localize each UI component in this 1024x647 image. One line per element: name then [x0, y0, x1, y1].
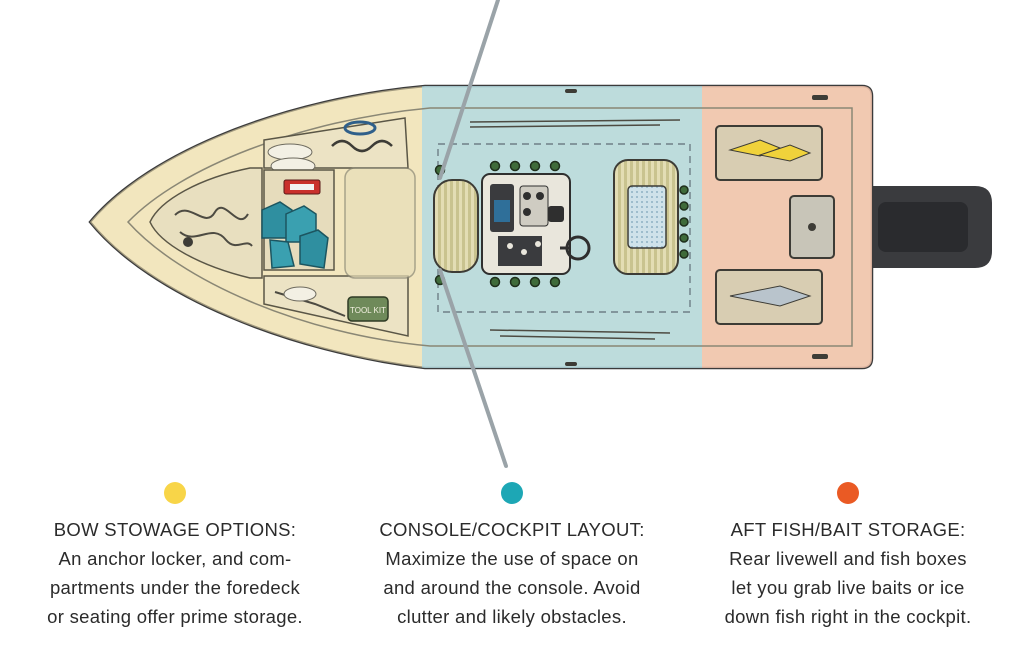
legend-bow-title: BOW STOWAGE OPTIONS: — [53, 519, 297, 540]
legend-bow-line: or seating offer prime storage. — [47, 606, 303, 627]
legend-aft-line: let you grab live baits or ice — [731, 577, 965, 598]
cockpit-outline — [437, 143, 691, 313]
cleats — [565, 89, 828, 366]
forward-seat — [344, 167, 416, 279]
forward-compartment-lower: TOOL KIT — [263, 275, 409, 337]
leaning-post-cooler — [613, 159, 679, 275]
legend-console-line: and around the console. Avoid — [383, 577, 641, 598]
legend-bow: BOW STOWAGE OPTIONS: An anchor locker, a… — [5, 482, 345, 631]
aft-marker-dot — [837, 482, 859, 504]
outboard-engine — [860, 186, 992, 268]
tool-kit-label: TOOL KIT — [350, 306, 386, 315]
aft-fish-box-lower — [715, 269, 823, 325]
gunwale-line — [126, 107, 853, 347]
aft-bait-well — [789, 195, 835, 259]
legend-bow-line: partments under the foredeck — [49, 577, 301, 598]
helm-seat — [433, 179, 479, 273]
anchor-locker — [149, 167, 263, 279]
life-jackets — [261, 201, 329, 269]
legend-console-line: clutter and likely obstacles. — [397, 606, 627, 627]
outrigger-poles — [438, 0, 508, 468]
legend-console-title: CONSOLE/COCKPIT LAYOUT: — [379, 519, 645, 540]
legend-aft-line: down fish right in the cockpit. — [724, 606, 972, 627]
leaning-post-rod-holders — [679, 185, 689, 259]
bow-marker-dot — [164, 482, 186, 504]
legend-console: CONSOLE/COCKPIT LAYOUT: Maximize the use… — [342, 482, 682, 631]
legend-aft-line: Rear livewell and fish boxes — [729, 548, 967, 569]
forward-compartment-middle — [261, 169, 335, 271]
tool-kit-box: TOOL KIT — [347, 296, 389, 322]
console-marker-dot — [501, 482, 523, 504]
legend-console-line: Maximize the use of space on — [385, 548, 639, 569]
steering-wheel — [560, 235, 591, 261]
aft-fish-box-upper — [715, 125, 823, 181]
legend-aft-title: AFT FISH/BAIT STORAGE: — [730, 519, 966, 540]
gunwale-rods — [469, 119, 681, 340]
legend-aft: AFT FISH/BAIT STORAGE: Rear livewell and… — [678, 482, 1018, 631]
legend-bow-line: An anchor locker, and com- — [58, 548, 292, 569]
center-console — [481, 173, 591, 275]
